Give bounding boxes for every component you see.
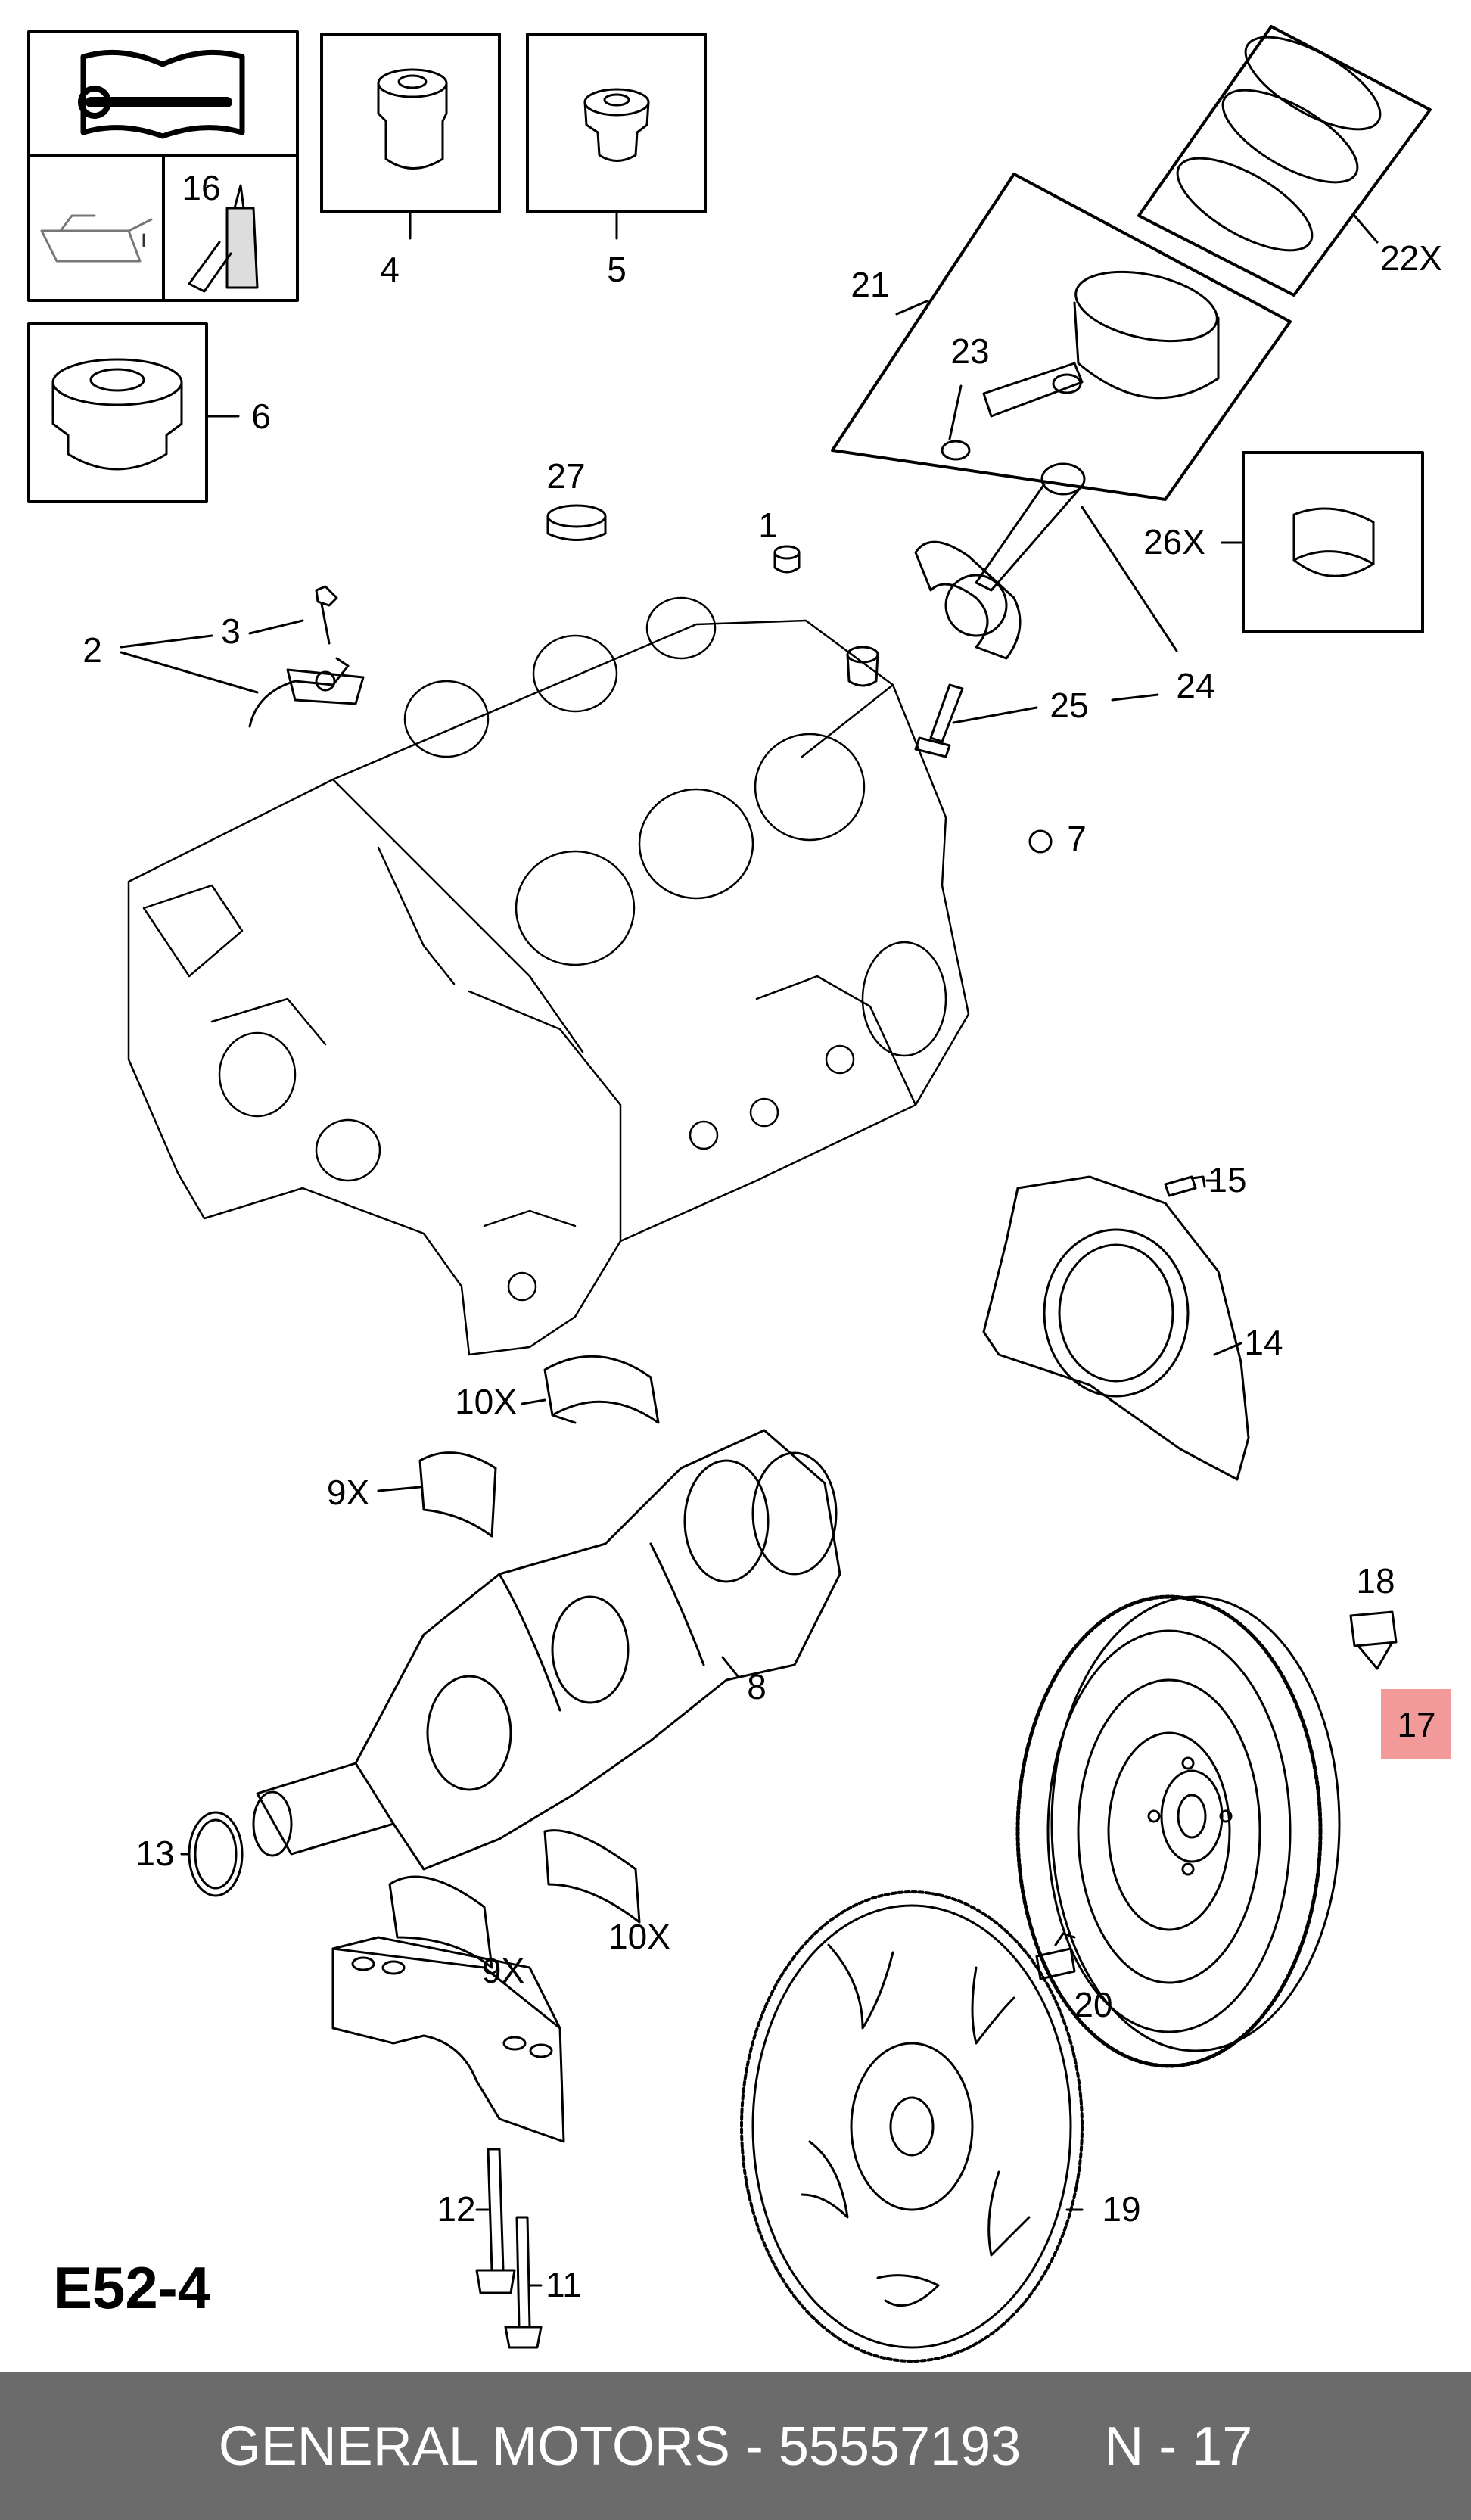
rear-seal-housing-14 bbox=[982, 1175, 1250, 1481]
footer-part-number: GENERAL MOTORS - 55557193 bbox=[218, 2416, 1022, 2477]
cooling-jet-bolt-3 bbox=[315, 585, 338, 645]
plug-5 bbox=[583, 88, 650, 162]
flexplate-bolt-20 bbox=[1035, 1932, 1076, 1980]
callout-23: 23 bbox=[950, 331, 989, 371]
main-bearing-lower-9x bbox=[418, 1451, 497, 1538]
plug-5-box bbox=[526, 33, 707, 213]
plug-6 bbox=[51, 358, 183, 471]
callout-4: 4 bbox=[380, 250, 400, 289]
piston-rings-box bbox=[1137, 25, 1432, 297]
callout-3: 3 bbox=[221, 611, 241, 651]
callout-22x: 22X bbox=[1380, 238, 1442, 278]
front-seal-13 bbox=[188, 1811, 244, 1897]
diagram-code: E52-4 bbox=[53, 2254, 210, 2321]
callout-10x-b: 10X bbox=[608, 1917, 670, 1956]
main-bearing-lower-9x-b bbox=[388, 1875, 493, 1969]
piston-cooling-jet-2 bbox=[248, 657, 365, 728]
conrod-bearing-26x bbox=[1292, 507, 1375, 577]
callout-9x-a: 9X bbox=[327, 1473, 369, 1512]
bolt-15 bbox=[1164, 1175, 1206, 1197]
crankshaft-8 bbox=[252, 1429, 841, 1871]
callout-18: 18 bbox=[1356, 1561, 1395, 1601]
callout-1: 1 bbox=[758, 506, 778, 545]
exploded-parts-diagram: 4 5 6 16 22X 21 23 26X 27 1 3 2 24 25 7 … bbox=[27, 25, 1451, 2363]
callout-12: 12 bbox=[437, 2189, 475, 2229]
main-bearing-cap bbox=[331, 1936, 565, 2143]
cap-bolt-11 bbox=[504, 2216, 543, 2349]
conrod-bolt-25 bbox=[914, 683, 964, 758]
plug-6-box bbox=[27, 322, 208, 503]
main-bearing-upper-10x bbox=[543, 1355, 660, 1424]
bearing-26x-box bbox=[1242, 451, 1424, 633]
callout-24: 24 bbox=[1176, 666, 1214, 705]
callout-26x: 26X bbox=[1143, 522, 1205, 562]
footer-bar: GENERAL MOTORS - 55557193 N - 17 bbox=[0, 2372, 1471, 2520]
callout-9x-b: 9X bbox=[482, 1951, 524, 1990]
callout-10x-a: 10X bbox=[455, 1382, 517, 1421]
callout-27: 27 bbox=[546, 456, 585, 496]
engine-block bbox=[127, 596, 970, 1356]
flywheel-bolt-18 bbox=[1349, 1610, 1398, 1670]
callout-19: 19 bbox=[1102, 2189, 1140, 2229]
piston-assembly-box bbox=[831, 173, 1292, 501]
manual-wrench-icon bbox=[78, 49, 245, 139]
connecting-rod-24 bbox=[914, 462, 1086, 660]
callout-20: 20 bbox=[1074, 1985, 1112, 2024]
callout-14: 14 bbox=[1244, 1323, 1283, 1362]
callout-2: 2 bbox=[82, 630, 102, 670]
callout-21: 21 bbox=[851, 265, 889, 304]
callout-15: 15 bbox=[1208, 1160, 1246, 1199]
callout-13: 13 bbox=[135, 1834, 174, 1873]
cap-bolt-12 bbox=[475, 2148, 516, 2294]
callout-17: 17 bbox=[1397, 1705, 1435, 1744]
callout-7: 7 bbox=[1067, 819, 1087, 858]
plug-4 bbox=[377, 68, 448, 170]
footer-position: N - 17 bbox=[1104, 2416, 1253, 2477]
highlight-box bbox=[1381, 1689, 1451, 1759]
flexplate-19 bbox=[740, 1890, 1084, 2363]
callout-25: 25 bbox=[1050, 686, 1088, 725]
sealant-tube-icon bbox=[188, 184, 259, 293]
callout-16: 16 bbox=[182, 168, 220, 207]
dowel-1 bbox=[773, 545, 801, 574]
bushing-27 bbox=[546, 504, 607, 541]
flywheel-17 bbox=[1015, 1594, 1341, 2068]
service-legend-box bbox=[27, 30, 299, 302]
plug-4-box bbox=[320, 33, 501, 213]
plug-7 bbox=[1028, 829, 1053, 854]
callout-11: 11 bbox=[546, 2265, 582, 2304]
callout-8: 8 bbox=[747, 1667, 767, 1706]
main-bearing-lower-10x-b bbox=[543, 1829, 641, 1924]
callout-5: 5 bbox=[607, 250, 627, 289]
callout-6: 6 bbox=[251, 397, 271, 436]
dowel-sleeve bbox=[846, 646, 879, 687]
oil-can-icon bbox=[40, 214, 153, 263]
